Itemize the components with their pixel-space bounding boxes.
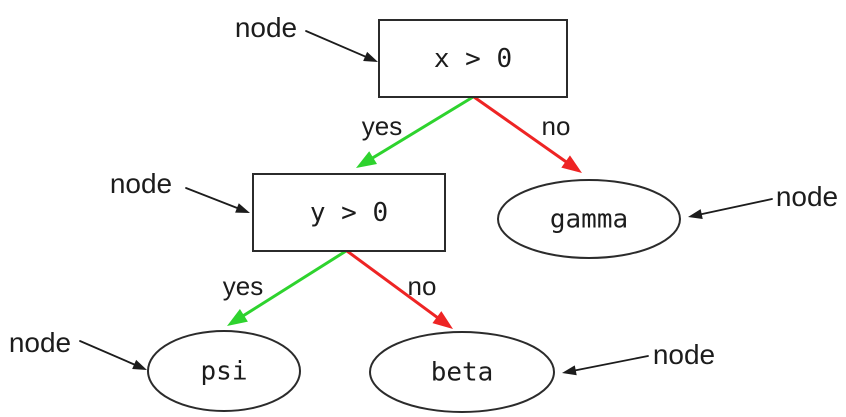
node-gamma-ellipse — [497, 179, 681, 259]
annotation-root-arrowhead-icon — [363, 51, 378, 62]
node-psi-label: psi — [201, 357, 248, 387]
node-beta-ellipse — [369, 331, 555, 413]
node-y-rect — [252, 173, 446, 252]
edge-root-gamma-no-line — [472, 95, 570, 165]
annotation-label-y: node — [110, 168, 172, 199]
edge-y-beta-no-line — [345, 249, 441, 321]
edge-root-gamma-no-arrowhead-icon — [561, 155, 582, 173]
node-gamma-label: gamma — [550, 205, 628, 235]
edge-root-y-yes-line — [369, 95, 475, 161]
annotation-beta-line — [571, 355, 649, 372]
annotation-label-gamma: node — [776, 181, 838, 212]
node-psi-ellipse — [147, 330, 301, 412]
edge-label-yes-root-y: yes — [362, 111, 402, 141]
annotation-y-line — [185, 187, 241, 210]
node-root-label: x > 0 — [434, 44, 512, 74]
annotation-root-line — [305, 30, 369, 59]
annotation-label-root: node — [235, 12, 297, 43]
edge-label-no-root-gamma: no — [542, 111, 571, 141]
edge-y-beta-no-arrowhead-icon — [432, 311, 453, 329]
annotation-psi-arrowhead-icon — [132, 359, 147, 370]
edge-root-y-yes-arrowhead-icon — [356, 151, 377, 168]
node-y-label: y > 0 — [310, 198, 388, 228]
edge-label-no-y-beta: no — [408, 271, 437, 301]
annotation-label-beta: node — [653, 339, 715, 370]
edge-label-yes-y-psi: yes — [223, 271, 263, 301]
annotation-psi-line — [79, 340, 138, 367]
edge-y-psi-yes-arrowhead-icon — [227, 308, 248, 326]
node-beta-label: beta — [431, 358, 494, 388]
annotation-y-arrowhead-icon — [235, 203, 250, 213]
edge-y-psi-yes-line — [239, 249, 348, 319]
annotation-gamma-arrowhead-icon — [688, 209, 703, 219]
annotation-beta-arrowhead-icon — [562, 365, 577, 376]
annotation-gamma-line — [697, 198, 773, 216]
node-root-rect — [378, 19, 568, 98]
annotation-label-psi: node — [9, 327, 71, 358]
